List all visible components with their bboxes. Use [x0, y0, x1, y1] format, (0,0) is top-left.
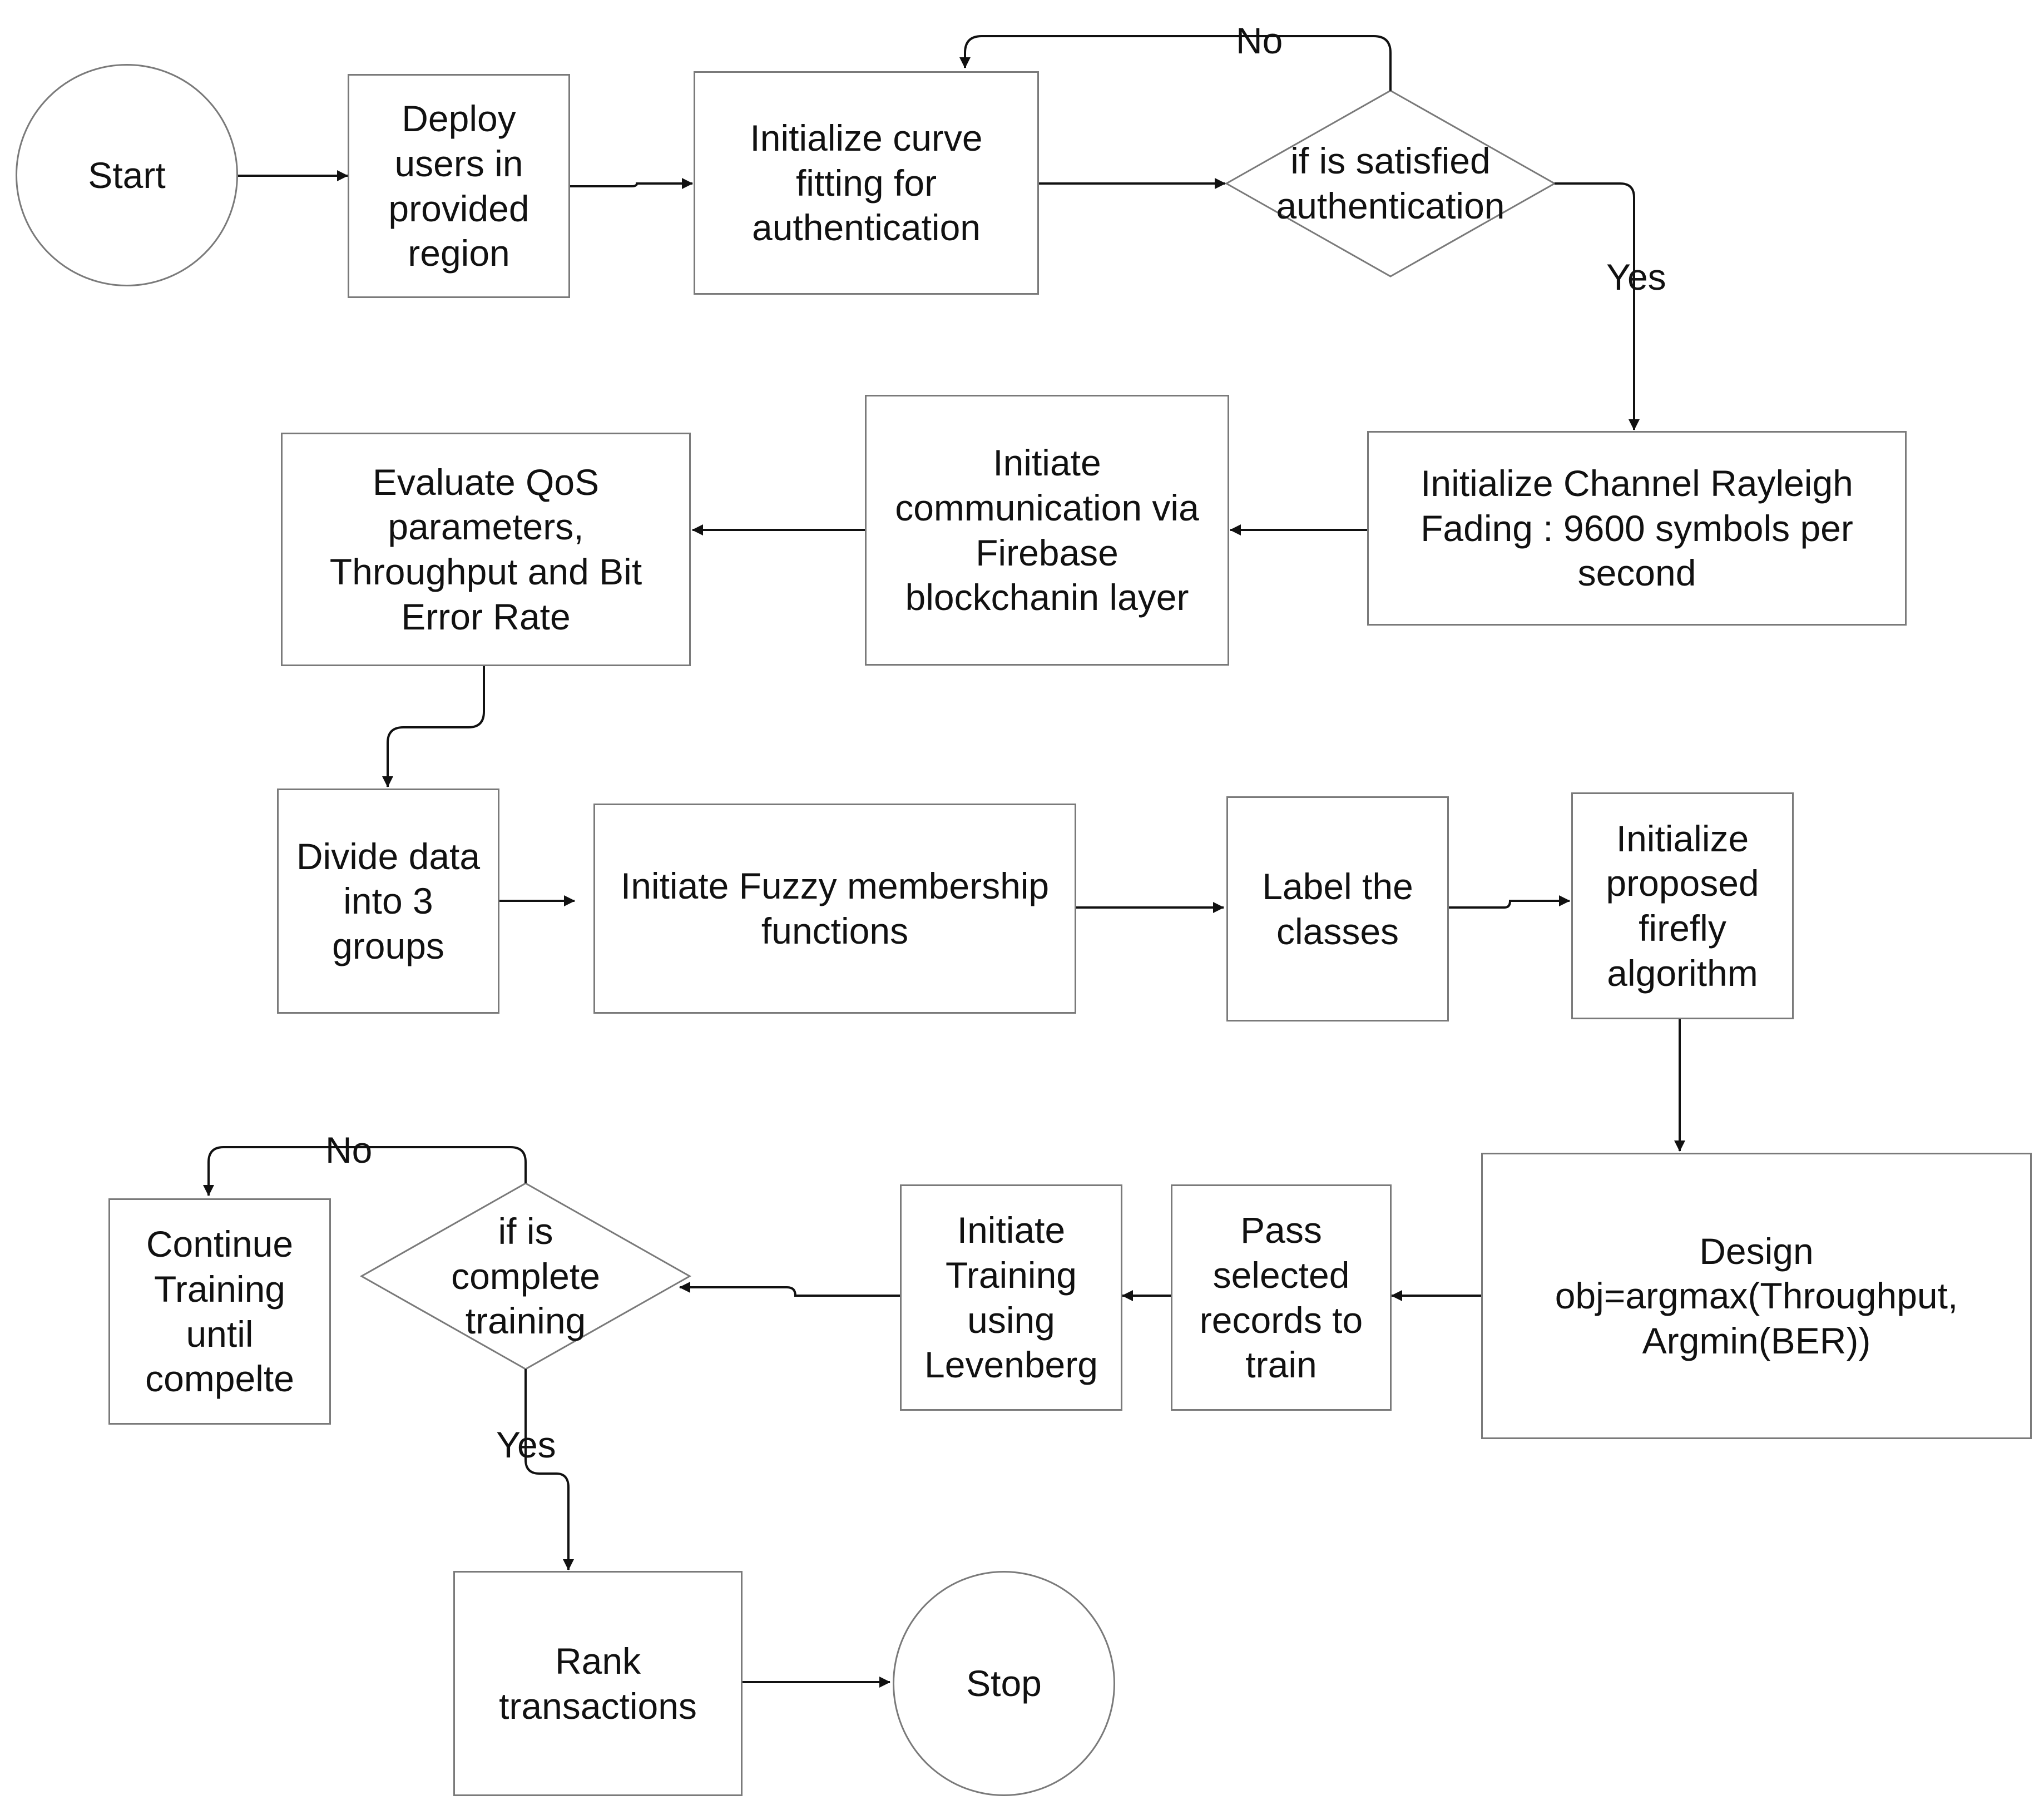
edge-qos-to-divide [382, 666, 485, 787]
levenberg-training-step: Initiate Training using Levenberg [900, 1184, 1122, 1411]
edge-train-no-to-continue [203, 1146, 527, 1196]
firefly-algorithm-step: Initialize proposed firefly algorithm [1571, 792, 1794, 1019]
pass-records-label: Pass selected records to train [1199, 1209, 1363, 1386]
auth-decision-shape [1224, 90, 1557, 277]
firebase-communication-step: Initiate communication via Firebase bloc… [865, 395, 1229, 666]
start-label: Start [88, 154, 166, 196]
train-no-label: No [325, 1129, 373, 1171]
train-decision-label: if is complete training [451, 1211, 600, 1342]
deploy-users-step: Deploy users in provided region [348, 74, 570, 298]
levenberg-training-label: Initiate Training using Levenberg [924, 1209, 1098, 1386]
design-objective-step: Design obj=argmax(Throughput, Argmin(BER… [1481, 1153, 2032, 1439]
firebase-communication-label: Initiate communication via Firebase bloc… [895, 442, 1199, 618]
auth-no-label: No [1236, 20, 1283, 61]
channel-init-step: Initialize Channel Rayleigh Fading : 960… [1367, 431, 1907, 626]
channel-init-label: Initialize Channel Rayleigh Fading : 960… [1421, 463, 1853, 594]
divide-data-step: Divide data into 3 groups [277, 789, 499, 1014]
edge-train-yes-to-rank [524, 1369, 574, 1570]
qos-evaluation-step: Evaluate QoS parameters, Throughput and … [281, 433, 691, 666]
label-classes-step: Label the classes [1226, 796, 1449, 1021]
curve-fitting-label: Initialize curve fitting for authenticat… [750, 117, 983, 249]
edge-auth-yes-to-channel [1555, 182, 1640, 430]
rank-transactions-label: Rank transactions [499, 1640, 697, 1727]
pass-records-step: Pass selected records to train [1171, 1184, 1392, 1411]
label-classes-label: Label the classes [1262, 865, 1413, 952]
auth-decision: if is satisfied authentication [1226, 91, 1555, 276]
train-decision: if is complete training [362, 1183, 690, 1369]
continue-training-label: Continue Training until compelte [145, 1223, 294, 1400]
qos-evaluation-label: Evaluate QoS parameters, Throughput and … [329, 461, 642, 637]
curve-fitting-step: Initialize curve fitting for authenticat… [694, 71, 1039, 295]
deploy-users-label: Deploy users in provided region [388, 98, 529, 274]
divide-data-label: Divide data into 3 groups [296, 835, 481, 966]
firefly-algorithm-label: Initialize proposed firefly algorithm [1606, 817, 1759, 994]
fuzzy-membership-step: Initiate Fuzzy membership functions [593, 804, 1076, 1014]
fuzzy-membership-label: Initiate Fuzzy membership functions [620, 865, 1050, 951]
edge-auth-no-loop [959, 35, 1392, 91]
auth-decision-label: if is satisfied authentication [1276, 140, 1505, 226]
edge-label-to-firefly [1449, 895, 1570, 909]
edge-deploy-to-curve [570, 178, 693, 189]
stop-label: Stop [966, 1663, 1042, 1704]
rank-transactions-step: Rank transactions [453, 1571, 743, 1796]
edge-levenberg-to-train-decision [679, 1282, 900, 1297]
start-node: Start [16, 64, 238, 286]
continue-training-step: Continue Training until compelte [108, 1198, 331, 1425]
auth-yes-label: Yes [1606, 256, 1666, 297]
design-objective-label: Design obj=argmax(Throughput, Argmin(BER… [1555, 1230, 1958, 1361]
train-yes-label: Yes [496, 1424, 556, 1465]
stop-node: Stop [893, 1571, 1115, 1796]
